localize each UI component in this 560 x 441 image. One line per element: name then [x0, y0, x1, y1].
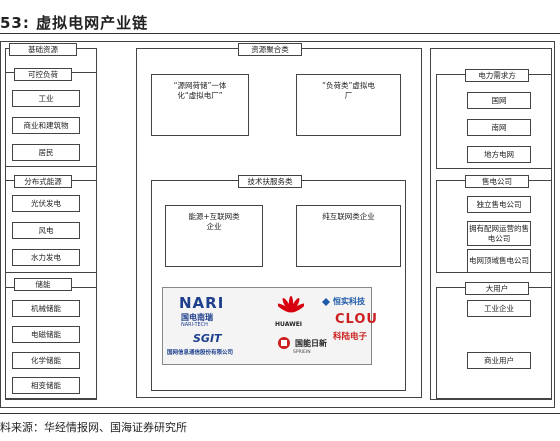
nari-cn-logo: 国电南瑞 [181, 313, 213, 322]
figure-title: 53: 虚拟电网产业链 [0, 14, 149, 32]
node-phase-change-storage: 相变储能 [12, 377, 80, 394]
footer-rule [0, 413, 560, 414]
section-header-resource-aggregation: 资源聚合类 [238, 43, 302, 56]
node-commercial-buildings: 商业和建筑物 [12, 117, 80, 134]
hengshi-logo: 恒实科技 [333, 297, 365, 306]
node-hydro: 水力发电 [12, 249, 80, 266]
node-solar: 光伏发电 [12, 195, 80, 212]
node-electromagnetic-storage: 电磁储能 [12, 326, 80, 343]
section-header-controllable-load: 可控负荷 [14, 68, 72, 81]
section-header-tech-services: 技术扶服务类 [238, 175, 302, 188]
node-distribution-retailer: 拥有配网运营的售电公司 [467, 221, 531, 246]
node-pure-internet-enterprises: 纯互联网类企业 [296, 205, 401, 267]
source-note: 料来源：华经情报网、国海证券研究所 [0, 421, 187, 434]
huawei-logo: HUAWEI [275, 321, 303, 328]
node-chemical-storage: 化学储能 [12, 352, 80, 369]
node-pure-internet-label: 纯互联网类企业 [322, 212, 375, 221]
node-industrial-enterprise: 工业企业 [467, 300, 531, 317]
section-header-distributed-energy: 分布式能源 [14, 175, 72, 188]
clou-cn-logo: 科陆电子 [333, 332, 368, 342]
hengshi-icon [322, 298, 330, 306]
node-wind: 风电 [12, 222, 80, 239]
guoneng-logo: 国能日新 [295, 339, 327, 348]
clou-logo: CLOU [335, 312, 378, 327]
node-state-grid: 国网 [467, 92, 531, 109]
node-vpp-source-grid-label: “源网荷储”一体化“虚拟电厂” [173, 81, 227, 100]
section-header-storage: 储能 [14, 278, 72, 291]
node-residential: 居民 [12, 144, 80, 161]
huawei-flower-icon [278, 296, 304, 313]
guoneng-icon [278, 337, 290, 349]
node-independent-retailer: 独立售电公司 [467, 196, 531, 213]
node-energy-internet-enterprises: 能源+互联网类企业 [165, 205, 263, 267]
node-southern-grid: 南网 [467, 119, 531, 136]
nari-logo: NARI [179, 294, 225, 312]
section-header-power-demand: 电力需求方 [465, 69, 529, 82]
node-vpp-load: “负荷类”虚拟电厂 [296, 74, 401, 136]
node-vpp-source-grid-load-storage: “源网荷储”一体化“虚拟电厂” [151, 74, 249, 136]
section-header-basic-resources: 基础资源 [9, 43, 77, 56]
nari-tech-text: NARI-TECH [181, 322, 208, 328]
node-energy-internet-label: 能源+互联网类企业 [188, 212, 240, 231]
sgit-logo: SGIT [193, 332, 222, 345]
company-logos-panel: NARI 国电南瑞 NARI-TECH SGIT 国网信息通信股份有限公司 HU… [162, 287, 377, 365]
sgit-cn-text: 国网信息通信股份有限公司 [167, 350, 234, 356]
node-vpp-load-label: “负荷类”虚拟电厂 [322, 81, 375, 100]
node-mechanical-storage: 机械储能 [12, 300, 80, 317]
section-header-large-users: 大用户 [465, 282, 529, 295]
title-rule [0, 33, 560, 34]
node-commercial-user: 商业用户 [467, 352, 531, 369]
section-header-retail-company: 售电公司 [465, 175, 529, 188]
node-grid-domain-retailer: 电网顶域售电公司 [467, 249, 531, 273]
node-industry: 工业 [12, 90, 80, 107]
diagram-frame [0, 41, 555, 408]
guoneng-en-text: SPRIEIN [293, 350, 311, 355]
node-local-grid: 地方电网 [467, 146, 531, 163]
